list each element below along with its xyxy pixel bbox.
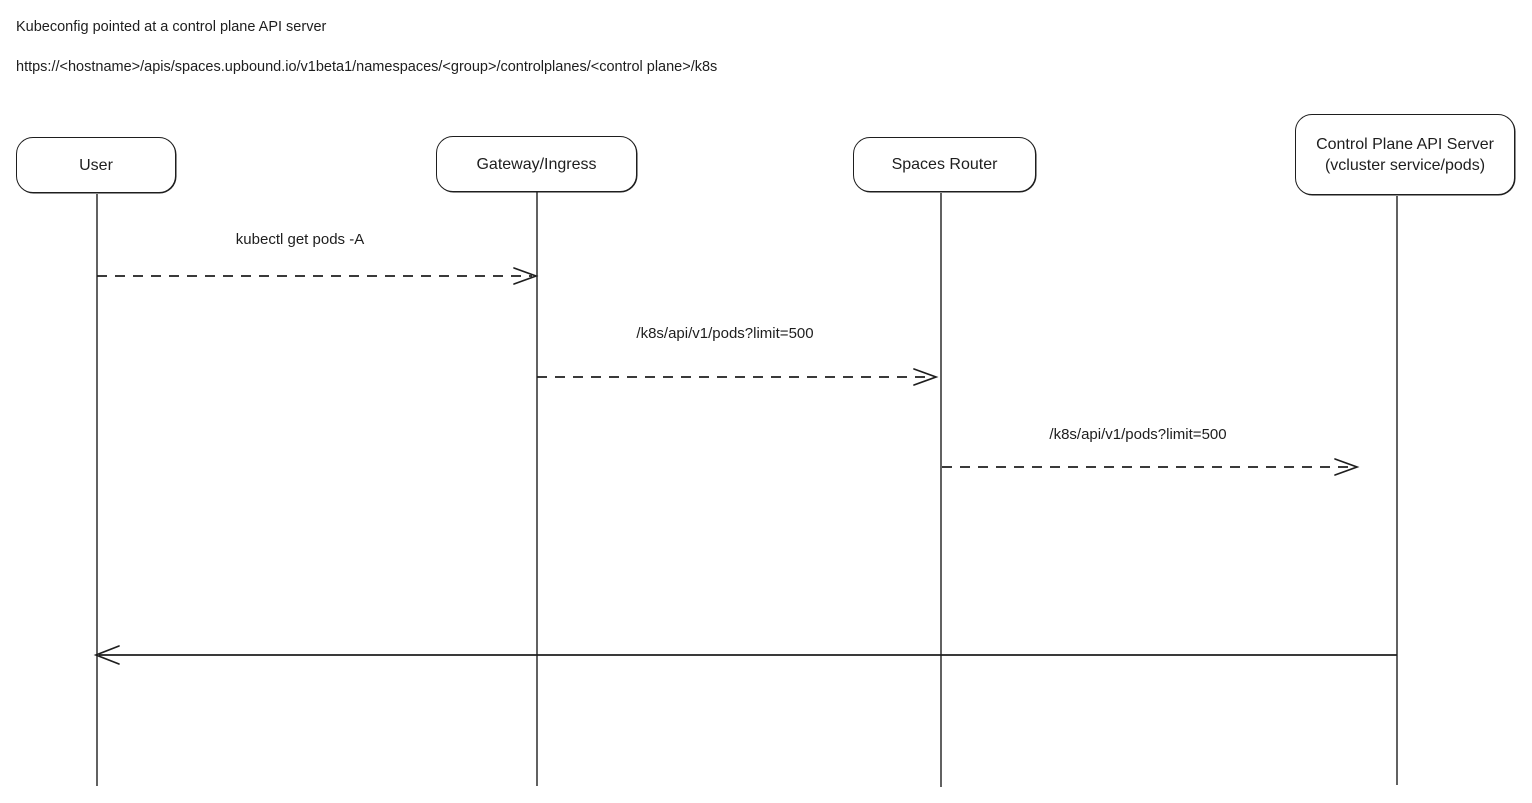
message-arrow-1-arrowhead <box>513 267 539 285</box>
actor-spaces-router-label: Spaces Router <box>891 156 998 173</box>
diagram-title: Kubeconfig pointed at a control plane AP… <box>16 19 327 35</box>
actor-gateway-ingress: Gateway/Ingress <box>436 136 637 192</box>
message-3-label: /k8s/api/v1/pods?limit=500 <box>1049 426 1227 443</box>
actor-gateway-ingress-label: Gateway/Ingress <box>476 155 597 173</box>
message-arrow-4-arrowhead <box>93 645 120 665</box>
message-arrow-3-arrowhead <box>1334 458 1360 476</box>
actor-user: User <box>16 137 176 193</box>
message-arrow-2-arrowhead <box>913 368 939 386</box>
actor-control-plane-api-server-sublabel: (vcluster service/pods) <box>1324 156 1486 174</box>
message-1-label: kubectl get pods -A <box>235 231 365 248</box>
actor-control-plane-api-server: Control Plane API Server (vcluster servi… <box>1295 114 1515 195</box>
actor-spaces-router: Spaces Router <box>853 137 1036 192</box>
message-2-label: /k8s/api/v1/pods?limit=500 <box>636 325 814 342</box>
actor-control-plane-api-server-label: Control Plane API Server <box>1316 135 1494 153</box>
actor-user-label: User <box>79 156 113 174</box>
kubeconfig-url: https://<hostname>/apis/spaces.upbound.i… <box>16 59 718 75</box>
